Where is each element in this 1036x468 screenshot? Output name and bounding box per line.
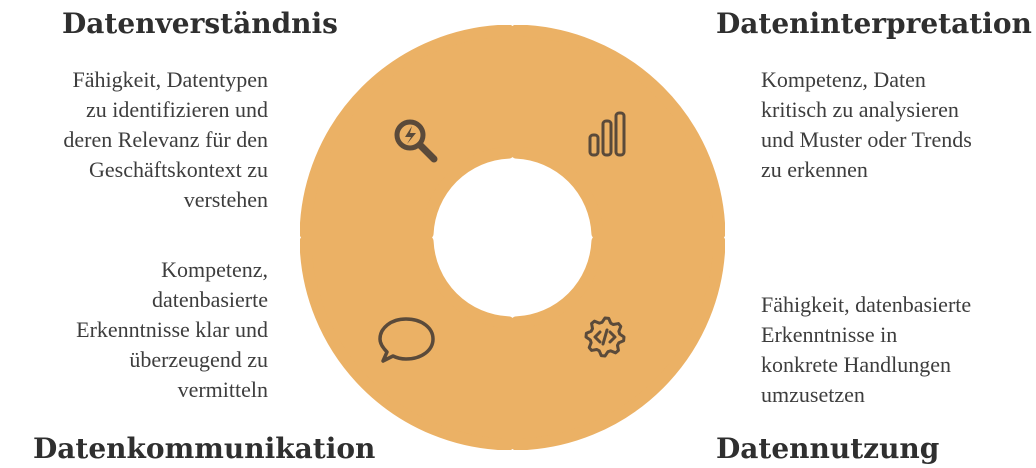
description-line: umzusetzen (761, 382, 865, 407)
description-line: Kompetenz, (161, 257, 268, 282)
ring-segments (300, 25, 725, 450)
segment-datenverstaendnis (300, 25, 515, 240)
bar-chart-icon (588, 111, 626, 157)
description-line: Fähigkeit, datenbasierte (761, 292, 972, 317)
description-line: zu erkennen (761, 157, 868, 182)
description-datennutzung: Fähigkeit, datenbasierte Erkenntnisse in… (761, 290, 971, 410)
description-line: deren Relevanz für den (63, 127, 268, 152)
heading-datennutzung: Datennutzung (716, 432, 940, 465)
description-line: zu identifizieren und (85, 97, 268, 122)
heading-datenkommunikation: Datenkommunikation (33, 432, 376, 465)
heading-datenverstaendnis: Datenverständnis (62, 7, 338, 40)
description-line: Fähigkeit, Datentypen (72, 67, 268, 92)
segment-datenkommunikation (300, 235, 515, 450)
description-line: vermitteln (177, 377, 268, 402)
description-line: konkrete Handlungen (761, 352, 951, 377)
description-line: datenbasierte (151, 287, 268, 312)
description-line: Kompetenz, Daten (761, 67, 926, 92)
description-line: verstehen (183, 187, 268, 212)
search-analytics-icon (394, 119, 438, 163)
description-line: Geschäftskontext zu (89, 157, 268, 182)
segment-dateninterpretation (510, 25, 725, 240)
ring-diagram (300, 25, 725, 450)
speech-bubble-icon (378, 317, 435, 363)
description-line: kritisch zu analysieren (761, 97, 959, 122)
description-dateninterpretation: Kompetenz, Daten kritisch zu analysieren… (761, 65, 972, 185)
heading-dateninterpretation: Dateninterpretation (716, 7, 1032, 40)
code-gear-icon (584, 316, 626, 358)
description-line: überzeugend zu (129, 347, 268, 372)
description-line: und Muster oder Trends (761, 127, 972, 152)
description-line: Erkenntnisse in (761, 322, 898, 347)
description-datenverstaendnis: Fähigkeit, Datentypen zu identifizieren … (63, 65, 268, 215)
description-line: Erkenntnisse klar und (76, 317, 268, 342)
description-datenkommunikation: Kompetenz, datenbasierte Erkenntnisse kl… (76, 255, 268, 405)
